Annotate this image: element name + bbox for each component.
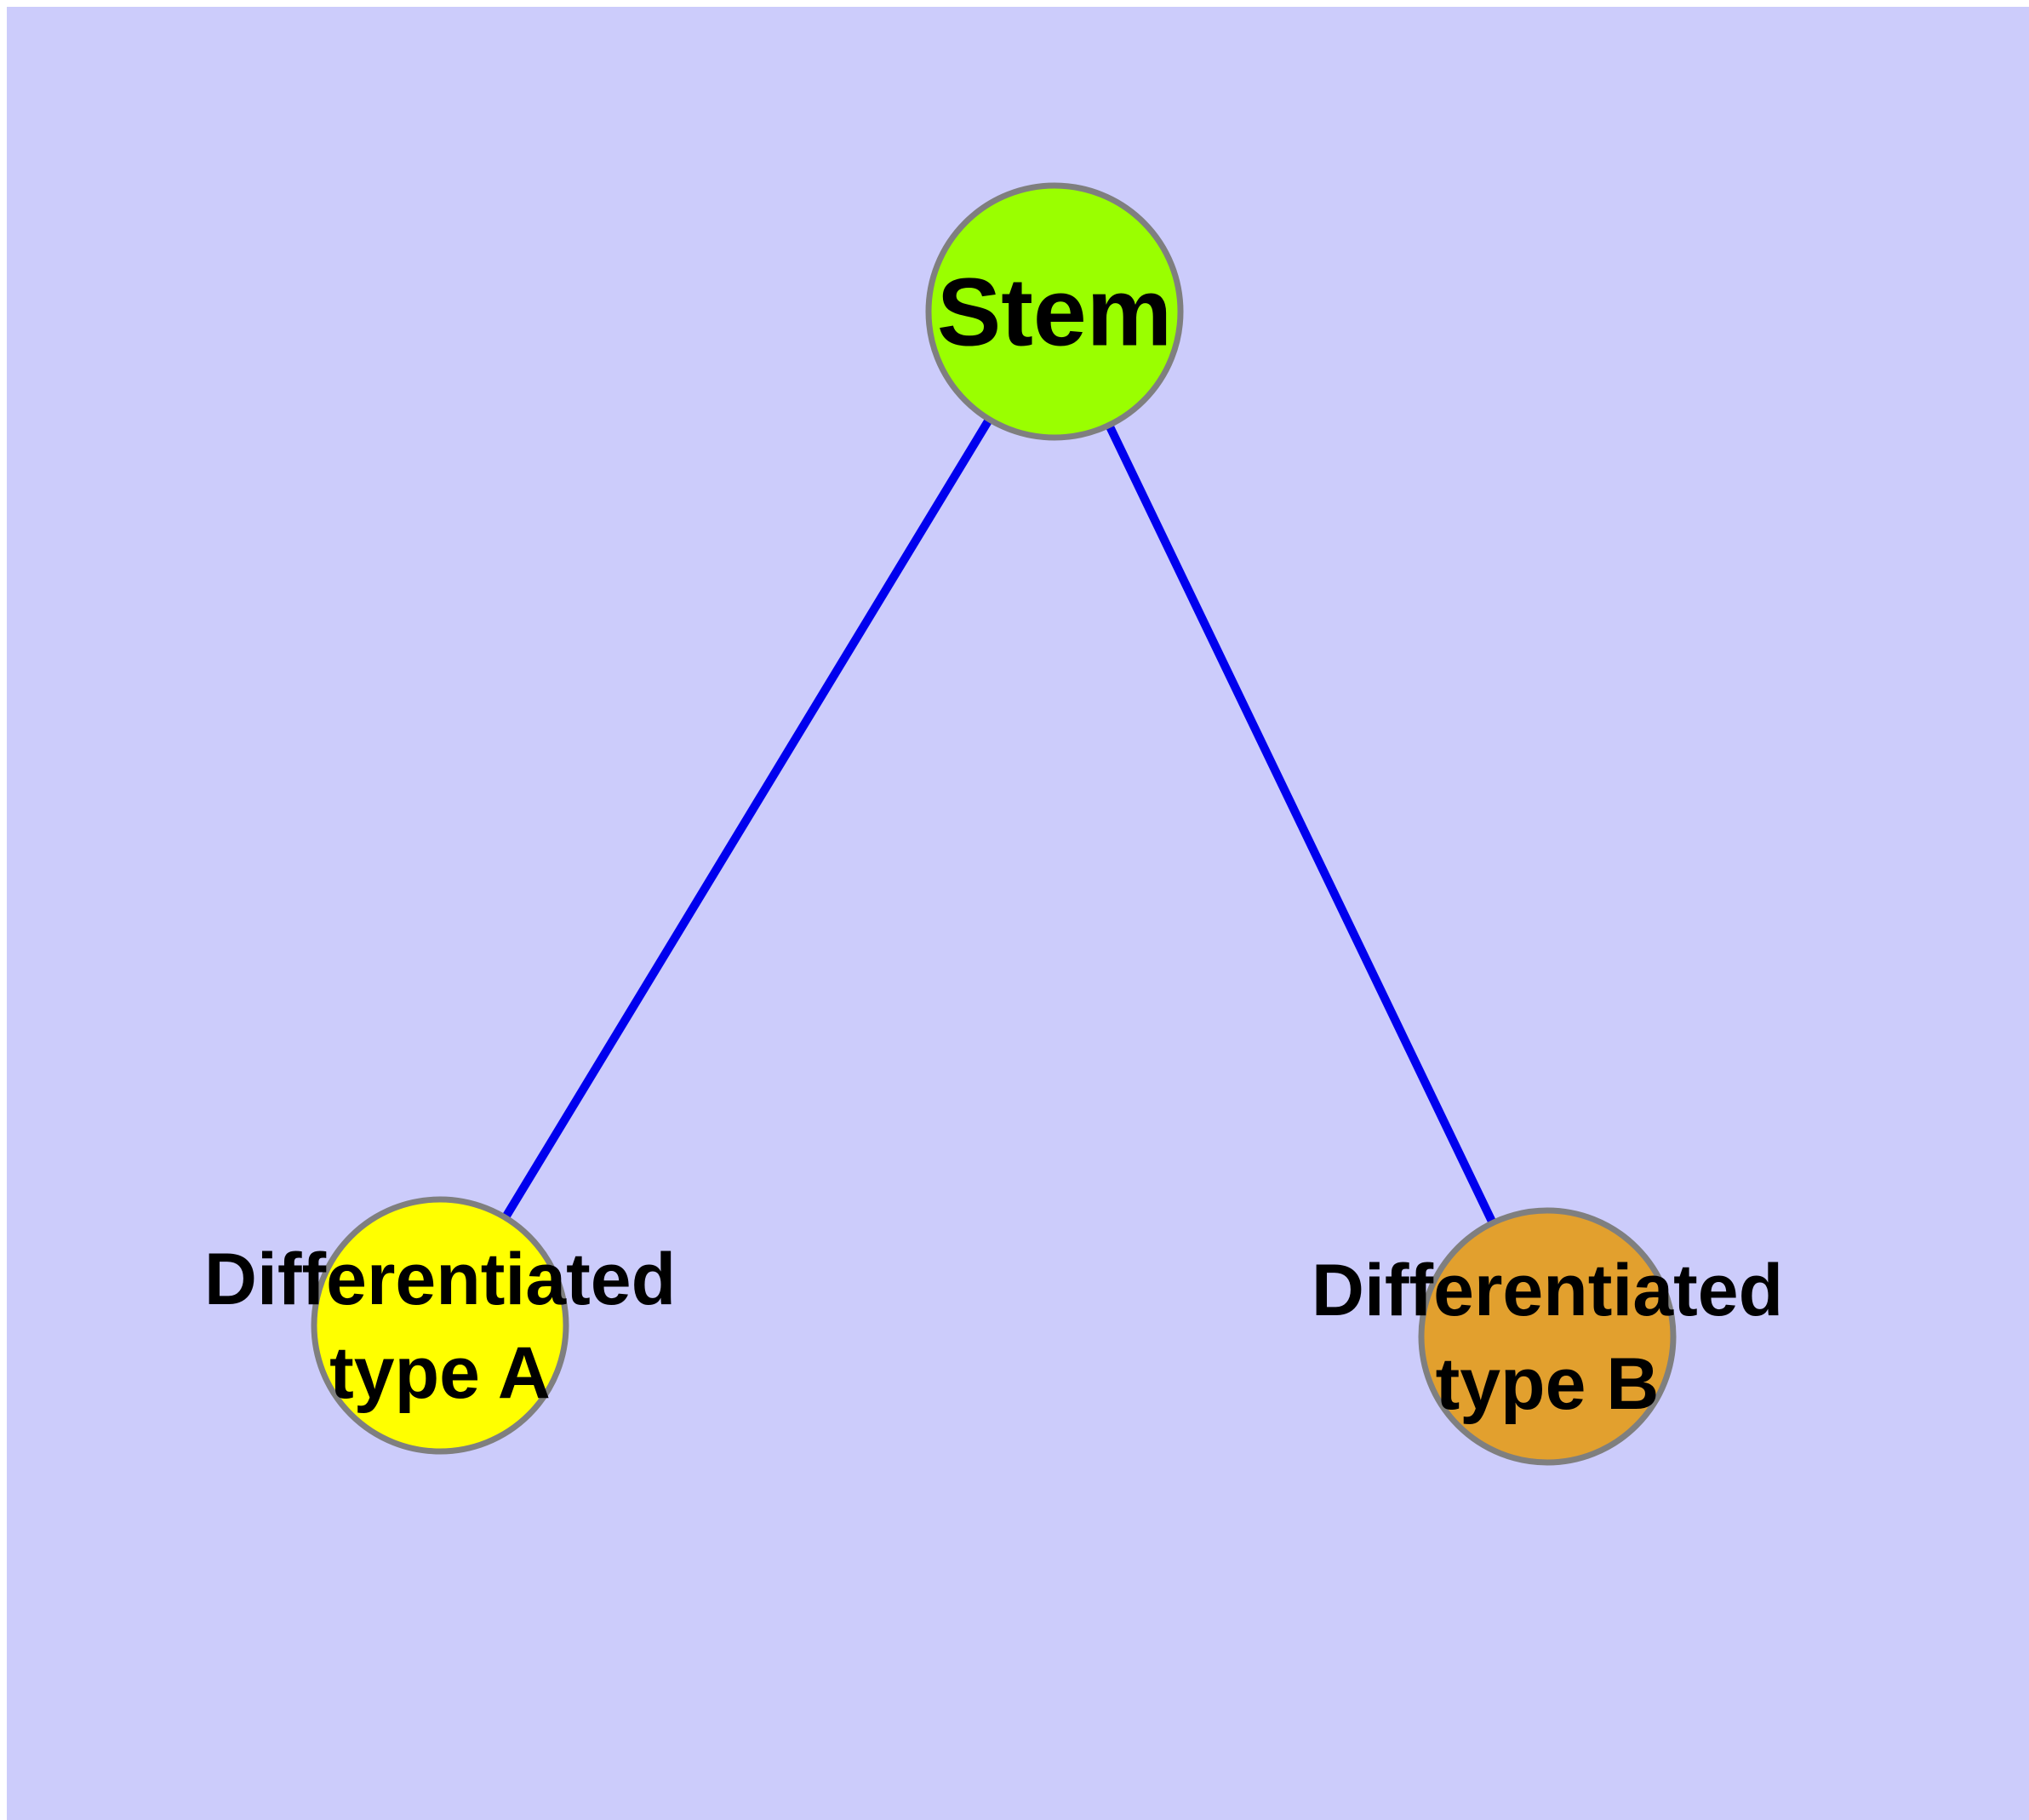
node-label-stem: Stem [937,259,1172,366]
graph-node-diff_b[interactable]: Differentiated type B [1312,1207,1783,1466]
graph-edge [1050,309,1552,1339]
node-circle-diff_b[interactable] [1418,1207,1677,1466]
graph-node-stem[interactable]: Stem [925,182,1184,441]
node-label-line: type B [1436,1343,1660,1425]
node-label-line: Differentiated [1312,1250,1783,1331]
node-label-diff_a: Differentiated type A [204,1239,676,1414]
node-label-line: Stem [937,259,1172,366]
graph-node-diff_a[interactable]: Differentiated type A [204,1196,676,1455]
node-label-line: type A [329,1332,551,1414]
node-label-diff_b: Differentiated type B [1312,1250,1783,1425]
edges-layer [436,309,1552,1339]
node-label-line: Differentiated [204,1239,676,1320]
node-circle-stem[interactable] [925,182,1184,441]
node-circle-diff_a[interactable] [311,1196,569,1455]
graph-edge [436,309,1059,1328]
